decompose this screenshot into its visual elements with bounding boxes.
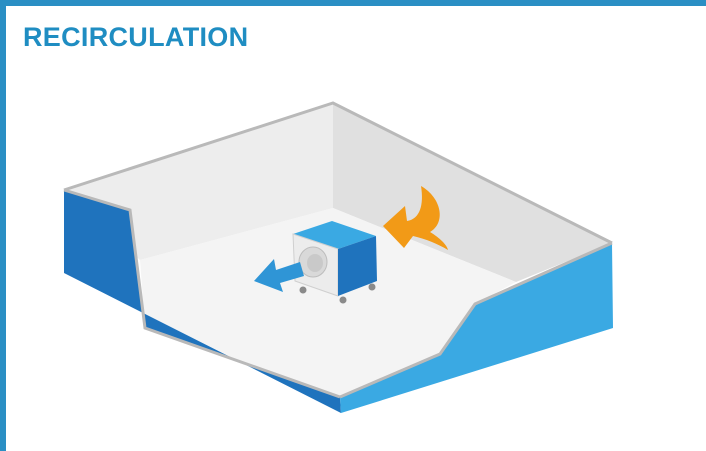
straight-arrow-icon (254, 259, 304, 292)
wall-rim (63, 101, 613, 245)
panel-top-border (0, 0, 706, 6)
panel-title: RECIRCULATION (23, 22, 249, 52)
left-cut-rim (63, 188, 341, 399)
curved-arrow-icon (383, 186, 448, 250)
panel-left-border (0, 0, 6, 451)
back-right-wall (333, 103, 612, 282)
air-scrubber-icon (292, 221, 377, 304)
right-cut-rim (339, 241, 613, 399)
room-floor (140, 208, 516, 397)
right-outer-wall (340, 243, 613, 413)
